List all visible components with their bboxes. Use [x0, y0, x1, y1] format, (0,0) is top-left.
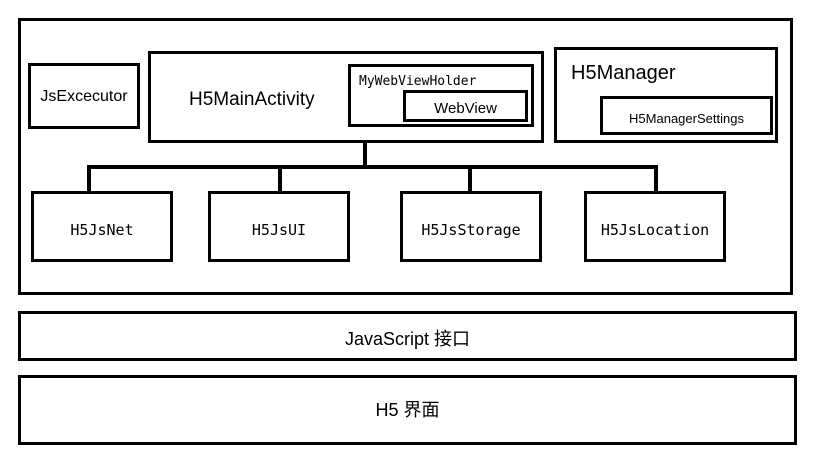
box-my-webview-holder: MyWebViewHolder WebView	[348, 64, 534, 127]
box-my-webview-holder-label: MyWebViewHolder	[359, 74, 477, 89]
box-h5-manager-label: H5Manager	[571, 62, 676, 84]
box-h5-main-activity-label: H5MainActivity	[189, 89, 315, 110]
box-h5-manager-settings-label: H5ManagerSettings	[629, 111, 744, 126]
box-webview: WebView	[403, 90, 528, 122]
box-h5jslocation: H5JsLocation	[584, 191, 726, 262]
box-h5jsnet-label: H5JsNet	[70, 221, 134, 239]
box-js-executor-label: JsExcecutor	[40, 88, 128, 105]
box-h5jsstorage-label: H5JsStorage	[421, 221, 521, 239]
bar-h5-ui: H5 界面	[18, 375, 797, 445]
box-h5jsstorage: H5JsStorage	[400, 191, 542, 262]
box-h5jsui-label: H5JsUI	[251, 221, 307, 239]
connector-bus-horizontal	[87, 165, 658, 169]
box-h5jsnet: H5JsNet	[31, 191, 173, 262]
bar-javascript-bridge: JavaScript 接口	[18, 311, 797, 361]
box-h5jsui: H5JsUI	[208, 191, 350, 262]
connector-trunk-vertical	[363, 143, 367, 169]
box-h5-main-activity: H5MainActivity MyWebViewHolder WebView	[148, 51, 544, 143]
box-h5-manager: H5Manager H5ManagerSettings	[554, 47, 778, 143]
connector-drop-h5jslocation	[654, 165, 658, 193]
bar-javascript-bridge-label: JavaScript 接口	[344, 329, 471, 349]
connector-drop-h5jsnet	[87, 165, 91, 193]
connector-drop-h5jsui	[278, 165, 282, 193]
box-h5jslocation-label: H5JsLocation	[600, 221, 710, 239]
connector-drop-h5jsstorage	[468, 165, 472, 193]
box-h5-manager-settings: H5ManagerSettings	[600, 96, 773, 135]
bar-h5-ui-label: H5 界面	[375, 400, 440, 420]
box-js-executor: JsExcecutor	[28, 63, 140, 129]
box-webview-label: WebView	[434, 100, 497, 117]
